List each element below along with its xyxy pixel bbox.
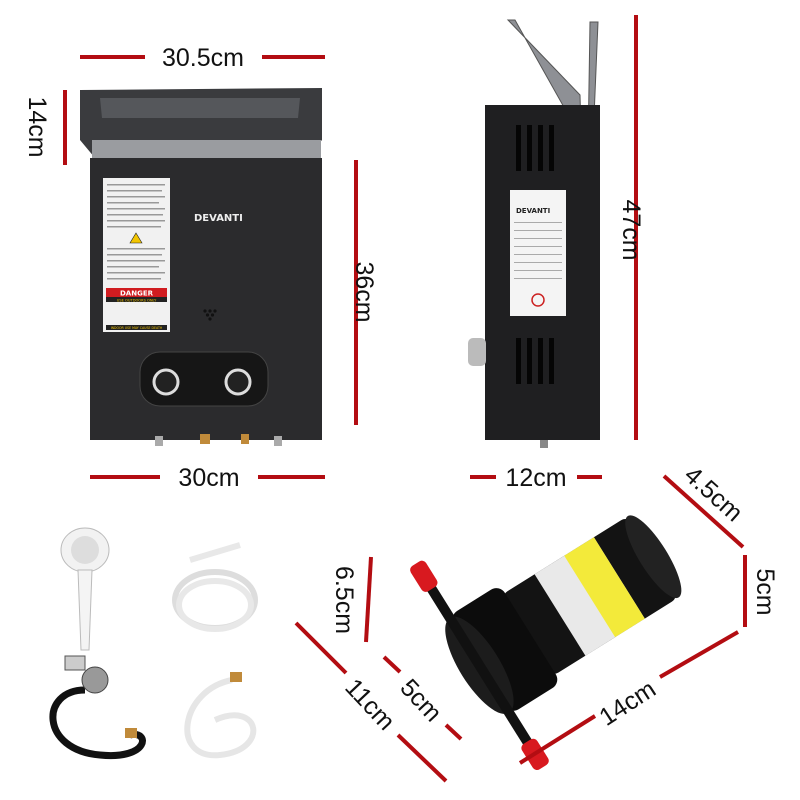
dim-pump-body-height: 5cm: [751, 568, 779, 615]
dim-pump-end-diameter: 4.5cm: [679, 461, 748, 527]
dim-total-height: 47cm: [617, 199, 645, 260]
top-vents: [516, 125, 554, 171]
danger-text: DANGER: [120, 290, 154, 298]
side-brand-logo: DEVANTI: [516, 207, 550, 215]
water-hose: [184, 672, 257, 759]
dim-body-width: 30cm: [178, 464, 239, 492]
pump-label-yellow: [564, 537, 645, 638]
side-knob: [468, 338, 486, 366]
hood-trim: [92, 140, 321, 160]
outdoor-banner: [106, 297, 167, 302]
inlet-fitting: [241, 434, 249, 444]
rating-label-rows: [514, 222, 562, 279]
hood-highlight: [100, 98, 300, 118]
water-knob: [152, 368, 180, 396]
ignition-indicator-icon: [203, 309, 217, 321]
dim-body-height: 36cm: [350, 261, 378, 322]
danger-banner: [106, 288, 167, 297]
dim-heater-top-width: 30.5cm: [162, 44, 244, 72]
dim-hood-height: 14cm: [23, 96, 51, 157]
indoor-banner: [106, 325, 167, 330]
gas-fitting: [200, 434, 210, 444]
heater-front-view: DEVANTI DANGER USE OUTDOORS ONLY INDOOR …: [80, 88, 322, 446]
outlet-fitting: [155, 436, 163, 446]
warning-triangle-icon: [129, 232, 143, 244]
brand-logo: DEVANTI: [194, 213, 243, 224]
use-outdoors-text: USE OUTDOORS ONLY: [117, 298, 157, 302]
gas-knob: [224, 368, 252, 396]
dim-depth: 12cm: [505, 464, 566, 492]
bottom-vents: [516, 338, 554, 384]
dim-pump-head-depth: 5cm: [395, 674, 448, 728]
drain-fitting: [274, 436, 282, 446]
dim-pump-inlet-span: 6.5cm: [330, 566, 358, 634]
shower-head: [60, 527, 110, 651]
indoor-warning-text: INDOOR USE MAY CAUSE DEATH: [111, 326, 163, 330]
label-fine-print: [107, 184, 165, 280]
rating-label: [510, 190, 566, 316]
dim-pump-head-width: 11cm: [339, 673, 400, 735]
heater-side-view: DEVANTI: [468, 19, 600, 448]
pump-ports: [424, 582, 535, 749]
pump-cap-top: [410, 560, 438, 592]
certification-icon: [531, 293, 545, 307]
shower-hose: [172, 542, 258, 632]
gas-regulator-hose: [49, 655, 146, 760]
dimension-lines: [63, 15, 747, 783]
side-fitting: [540, 440, 548, 448]
water-pump: [410, 515, 682, 770]
pump-head: [452, 588, 558, 711]
dim-pump-length: 14cm: [594, 675, 661, 732]
